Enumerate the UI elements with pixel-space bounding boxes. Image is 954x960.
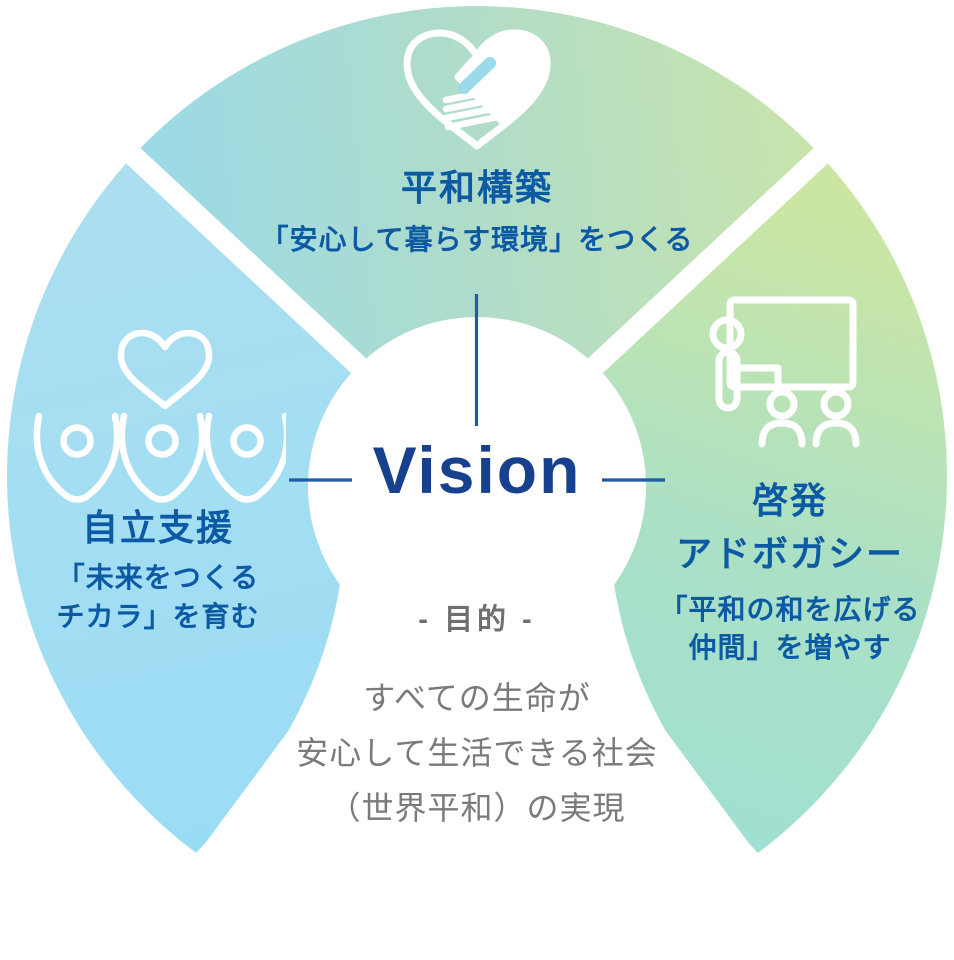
cheering-people-heart-icon xyxy=(33,329,286,503)
segment-right-title: 啓発 アドボガシー xyxy=(629,474,951,580)
segment-right-text: 啓発 アドボガシー 「平和の和を広げる 仲間」を増やす xyxy=(629,474,951,667)
segment-left-text: 自立支援 「未来をつくる チカラ」を育む xyxy=(0,506,316,636)
vision-title: Vision xyxy=(372,433,582,507)
segment-right-subtitle: 「平和の和を広げる 仲間」を増やす xyxy=(629,591,951,667)
presentation-board-icon xyxy=(709,296,860,448)
segment-right-subtitle-line2: 仲間」を増やす xyxy=(688,632,892,663)
purpose-line3: （世界平和）の実現 xyxy=(328,790,626,826)
segment-right-shape xyxy=(477,155,947,854)
segment-right-title-line1: 啓発 xyxy=(751,480,828,521)
heart-handshake-icon xyxy=(403,29,551,150)
center-circle xyxy=(308,317,646,655)
segment-left-subtitle: 「未来をつくる チカラ」を育む xyxy=(0,558,316,636)
purpose-body: すべての生命が 安心して生活できる社会 （世界平和）の実現 xyxy=(0,671,954,836)
purpose-line1: すべての生命が xyxy=(363,680,591,716)
segment-right-title-line2: アドボガシー xyxy=(675,533,904,574)
segment-right-subtitle-line1: 「平和の和を広げる xyxy=(659,594,921,625)
segment-left-subtitle-line1: 「未来をつくる xyxy=(56,562,260,593)
segment-left-subtitle-line2: チカラ」を育む xyxy=(56,601,260,632)
mouth-wedge xyxy=(164,584,790,960)
segment-top-text: 平和構築 「安心して暮らす環境」をつくる xyxy=(177,166,777,258)
purpose-label: - 目的 - xyxy=(418,604,536,636)
segment-left-title: 自立支援 xyxy=(81,507,234,548)
segment-top-shape xyxy=(133,6,821,476)
purpose-line2: 安心して生活できる社会 xyxy=(296,735,658,771)
segment-top-subtitle: 「安心して暮らす環境」をつくる xyxy=(260,224,694,255)
segment-left-shape xyxy=(7,155,477,854)
segment-top-title: 平和構築 xyxy=(400,167,553,208)
